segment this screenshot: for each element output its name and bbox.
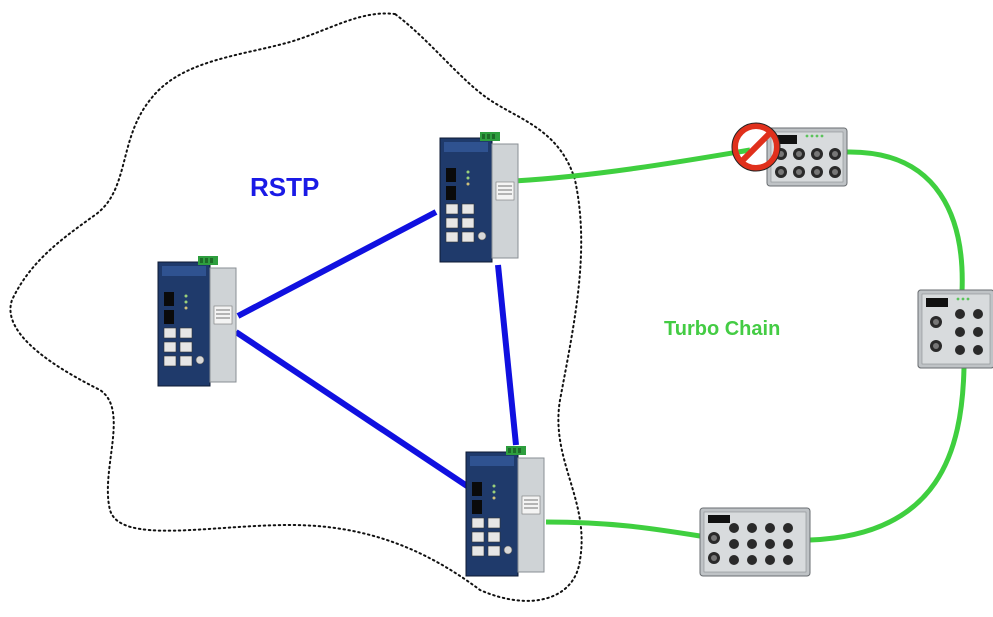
turbo-link-top-right-to-mid	[845, 149, 965, 293]
turbo-link-bottom-to-bottom-left	[545, 519, 701, 539]
rstp-domain-boundary	[9, 12, 583, 602]
blocked-port-icon	[731, 122, 781, 172]
rstp-label: RSTP	[250, 172, 320, 202]
turbo-link-mid-to-bottom-right	[809, 367, 967, 543]
rstp-switch-bottom	[465, 445, 545, 577]
turbo-link-top-to-blocked	[513, 147, 751, 184]
turbo-switch-right-body	[917, 289, 993, 369]
rstp-link-left-top	[236, 209, 438, 319]
rstp-switch-left	[157, 255, 237, 387]
rstp-link-top-bottom	[495, 264, 519, 446]
turbo-chain-label: Turbo Chain	[664, 318, 781, 340]
rstp-link-left-bottom	[234, 329, 472, 491]
turbo-switch-top-right	[766, 127, 848, 187]
turbo-switch-bottom-right	[699, 507, 811, 577]
rstp-switch-top	[439, 131, 519, 263]
